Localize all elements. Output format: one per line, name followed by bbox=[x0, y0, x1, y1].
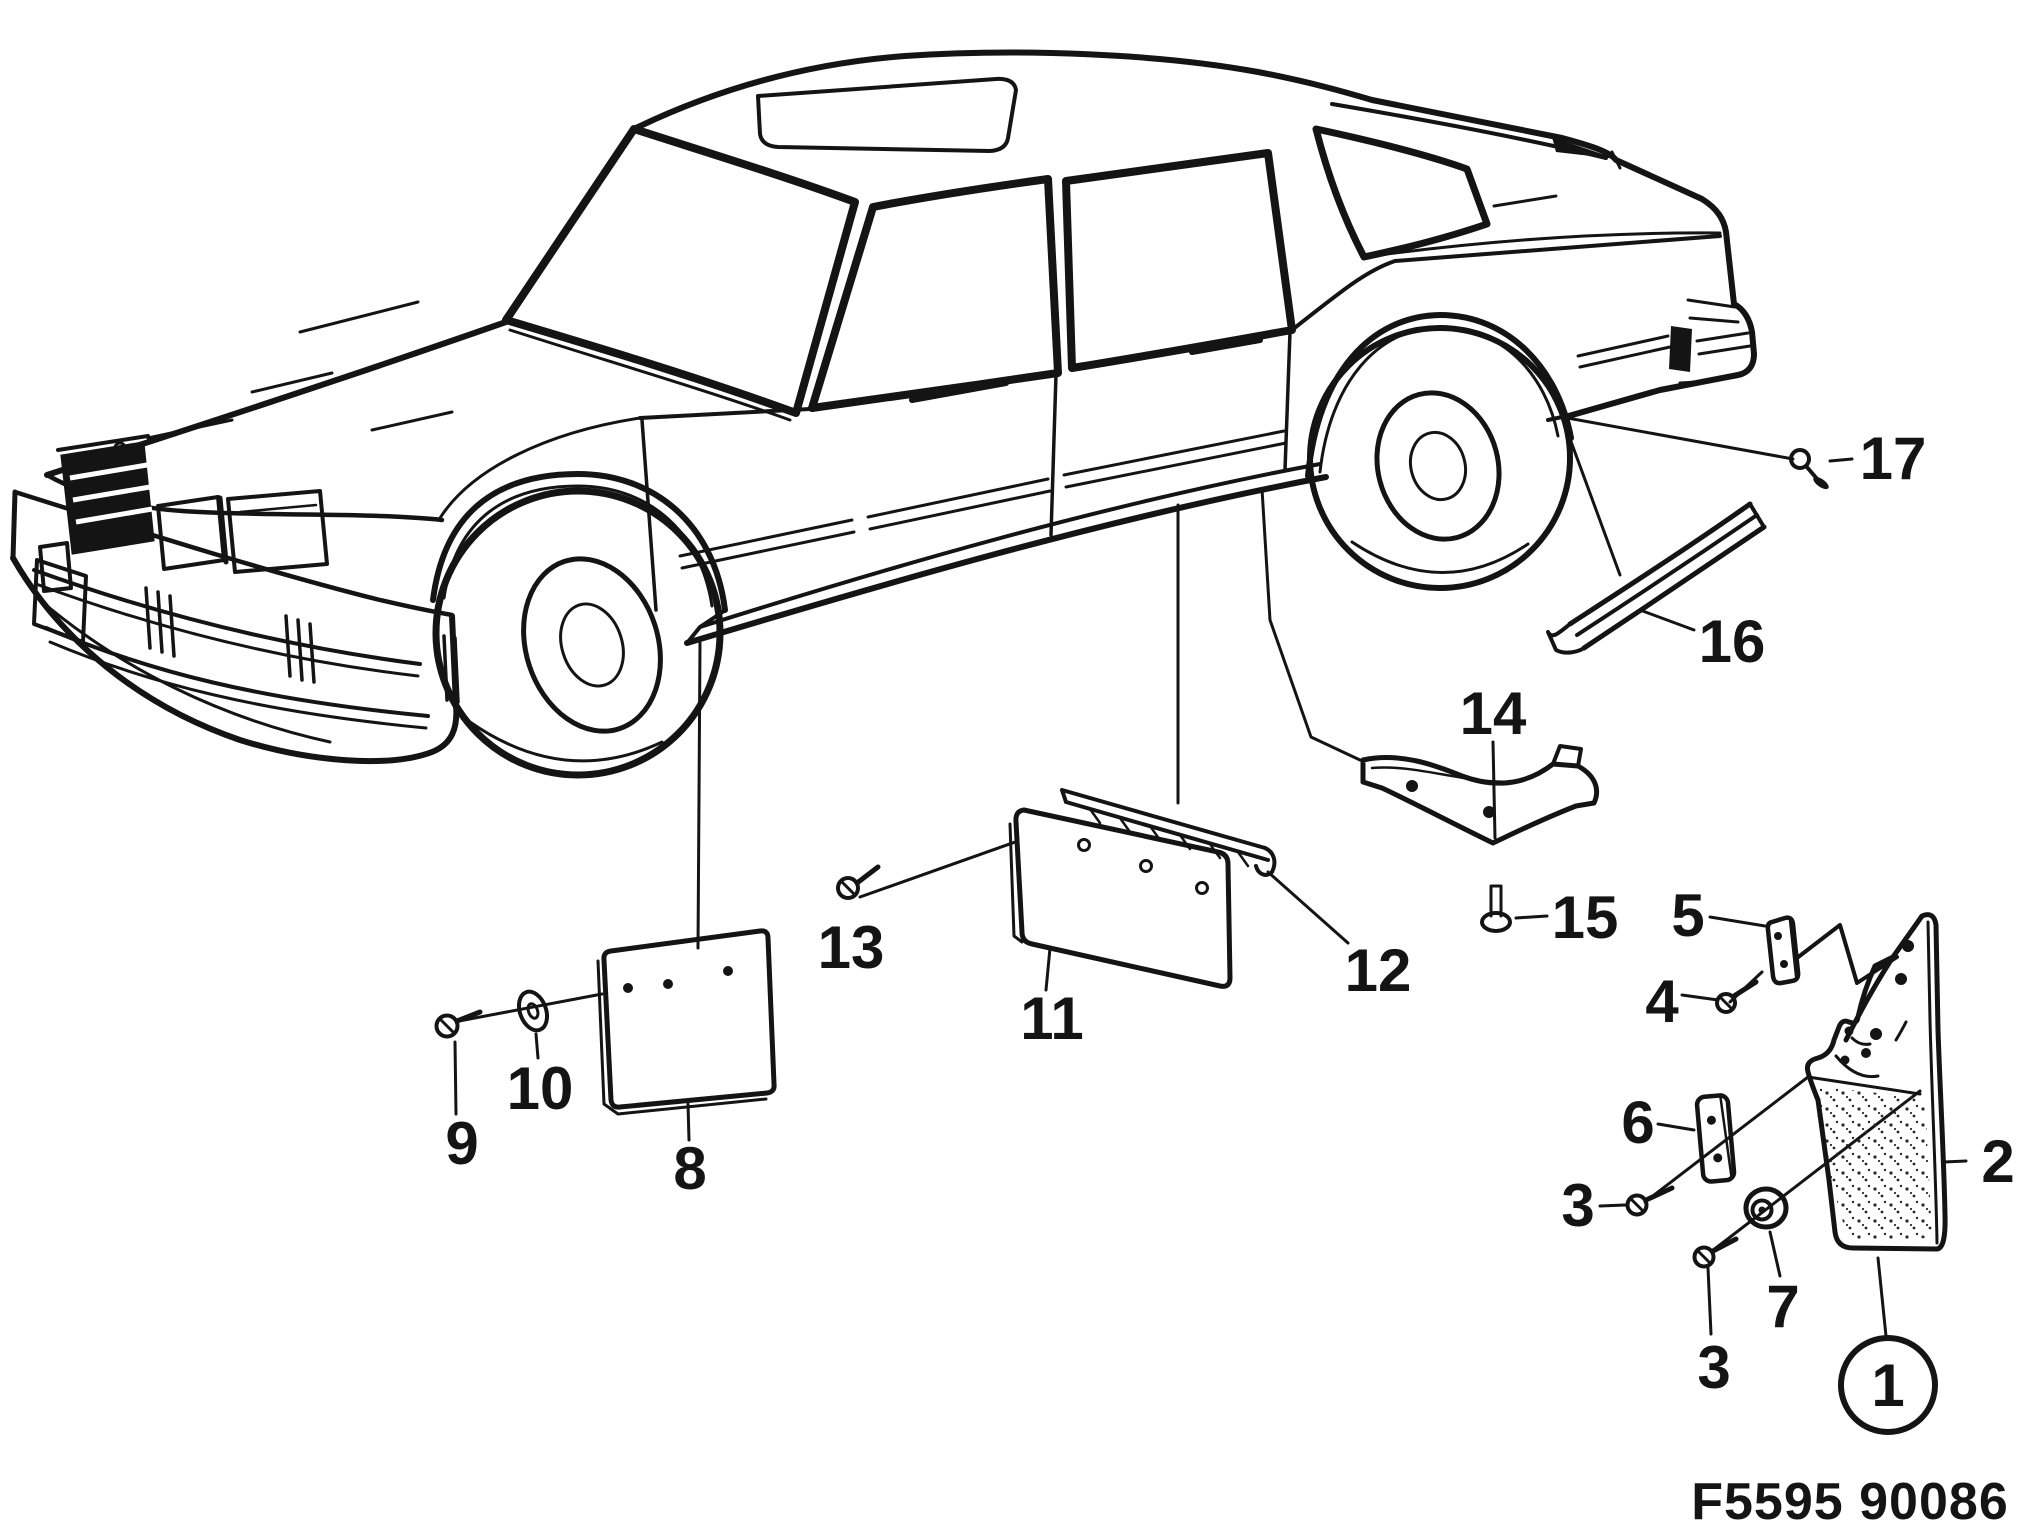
rear-door-window bbox=[1062, 149, 1296, 372]
part-screw-9 bbox=[434, 1009, 483, 1039]
rear-window bbox=[1312, 125, 1491, 261]
exploded-parts bbox=[434, 448, 1948, 1269]
callout-12: 12 bbox=[1345, 937, 1412, 1004]
part-screw-3-upper bbox=[1625, 1185, 1675, 1217]
callout-3-lower: 3 bbox=[1697, 1334, 1730, 1401]
rear-bumper bbox=[1669, 298, 1752, 385]
rear-wheel bbox=[1305, 312, 1574, 591]
sunroof bbox=[756, 76, 1018, 153]
callout-11: 11 bbox=[1020, 985, 1083, 1052]
part-screw-4 bbox=[1715, 979, 1759, 1014]
figure-code: F5595 90086 bbox=[1691, 1473, 2009, 1531]
callout-3-upper: 3 bbox=[1561, 1172, 1594, 1239]
part-stone-guard-11 bbox=[1008, 807, 1233, 989]
car-illustration bbox=[10, 49, 1757, 779]
part-rear-mud-flap bbox=[1805, 912, 1948, 1252]
part-channel-16 bbox=[1546, 501, 1767, 655]
part-washer-10 bbox=[516, 989, 550, 1033]
part-screw-3-lower bbox=[1692, 1236, 1739, 1269]
callout-17: 17 bbox=[1860, 425, 1927, 492]
callout-6: 6 bbox=[1621, 1089, 1654, 1156]
part-clip-17 bbox=[1789, 448, 1829, 490]
front-grille bbox=[56, 434, 155, 555]
leader-lines bbox=[453, 415, 1968, 1338]
callout-1: 1 bbox=[1871, 1352, 1904, 1419]
part-bracket-14 bbox=[1360, 744, 1600, 846]
callout-8: 8 bbox=[673, 1135, 706, 1202]
front-bumper bbox=[10, 489, 460, 765]
front-door-window bbox=[808, 175, 1062, 412]
part-bracket-6 bbox=[1694, 1093, 1737, 1184]
callout-15: 15 bbox=[1552, 884, 1619, 951]
part-bracket-5 bbox=[1765, 915, 1801, 986]
callout-labels: 17 16 14 15 12 13 11 8 9 10 5 4 6 3 7 3 … bbox=[445, 425, 2015, 1435]
rear-spoiler bbox=[1330, 102, 1622, 170]
callout-1-circled: 1 bbox=[1838, 1335, 1938, 1435]
callout-9: 9 bbox=[445, 1110, 478, 1177]
callout-13: 13 bbox=[818, 914, 885, 981]
callout-4: 4 bbox=[1645, 968, 1679, 1035]
callout-7: 7 bbox=[1766, 1273, 1799, 1340]
callout-10: 10 bbox=[507, 1055, 574, 1122]
part-rivet-15 bbox=[1480, 884, 1512, 933]
callout-2: 2 bbox=[1981, 1128, 2014, 1195]
callout-16: 16 bbox=[1699, 608, 1766, 675]
callout-14: 14 bbox=[1460, 680, 1527, 747]
windshield bbox=[502, 125, 859, 417]
side-mouldings bbox=[678, 334, 1672, 570]
headlight bbox=[156, 489, 329, 574]
part-sill-rail-12 bbox=[1060, 788, 1277, 877]
front-wheel bbox=[430, 471, 728, 779]
windows bbox=[502, 125, 1491, 417]
car-body-outline bbox=[44, 49, 1757, 478]
callout-5: 5 bbox=[1671, 882, 1704, 949]
part-front-mud-flap bbox=[596, 928, 777, 1116]
part-screw-13 bbox=[836, 864, 881, 900]
turn-signal bbox=[38, 541, 73, 593]
part-nut-7 bbox=[1743, 1186, 1789, 1230]
